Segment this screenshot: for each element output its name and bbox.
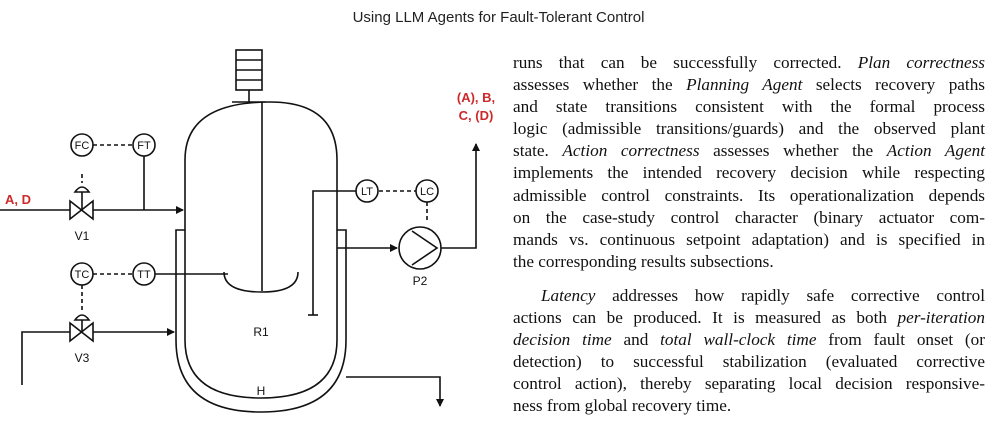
- text-line: and state transitions consistent with th…: [513, 97, 985, 117]
- reactor-r1: [184, 101, 338, 399]
- text-line: the corresponding results subsections.: [513, 251, 774, 271]
- inlet-stream-label: A, D: [5, 192, 31, 207]
- pump-p2: [398, 226, 442, 270]
- text-line: Latency addresses how rapidly safe corre…: [541, 285, 985, 305]
- running-title: Using LLM Agents for Fault-Tolerant Cont…: [352, 9, 645, 26]
- ft-label: FT: [137, 140, 151, 152]
- text-line: ness from global recovery time.: [513, 396, 732, 416]
- p2-label: P2: [413, 274, 428, 288]
- tt-label: TT: [137, 269, 151, 281]
- text-line: logic (admissible transitions/guards) an…: [513, 119, 985, 139]
- outlet-stream-label-2: C, (D): [459, 108, 494, 123]
- jacket-h: [175, 229, 347, 413]
- text-line: implements the intended recovery decisio…: [513, 163, 985, 183]
- valve-v1: [69, 186, 94, 221]
- body-text: runs that can be successfully corrected.…: [513, 52, 985, 418]
- r1-label: R1: [253, 325, 269, 339]
- motor: [232, 49, 266, 103]
- text-line: mands vs. continuous setpoint adaptation…: [513, 229, 985, 249]
- v1-label: V1: [75, 229, 90, 243]
- outlet-stream-label-1: (A), B,: [457, 90, 495, 105]
- level-probe: [312, 190, 356, 315]
- valve-v3: [69, 314, 94, 343]
- text-line: detection) to successful stabilization (…: [513, 352, 985, 372]
- text-line: control action), thereby separating loca…: [513, 374, 985, 394]
- text-line: actions can be produced. It is measured …: [513, 308, 985, 328]
- text-line: on the case-study control character (bin…: [513, 207, 985, 227]
- h-label: H: [257, 384, 266, 398]
- process-diagram: FC FT TC TT LT LC V1 V3 P2 R1 H A, D (A)…: [0, 40, 500, 424]
- text-line: assesses whether the Planning Agent sele…: [513, 75, 985, 95]
- text-line: state. Action correctness assesses wheth…: [513, 141, 985, 161]
- fc-label: FC: [75, 140, 90, 152]
- tc-label: TC: [75, 269, 90, 281]
- agitator: [223, 102, 299, 293]
- v3-label: V3: [75, 351, 90, 365]
- lt-label: LT: [361, 186, 373, 198]
- text-line: runs that can be successfully corrected.…: [513, 53, 985, 72]
- lc-label: LC: [420, 186, 434, 198]
- text-line: decision time and total wall-clock time …: [513, 330, 985, 350]
- text-line: admissible control constraints. Its oper…: [513, 185, 985, 205]
